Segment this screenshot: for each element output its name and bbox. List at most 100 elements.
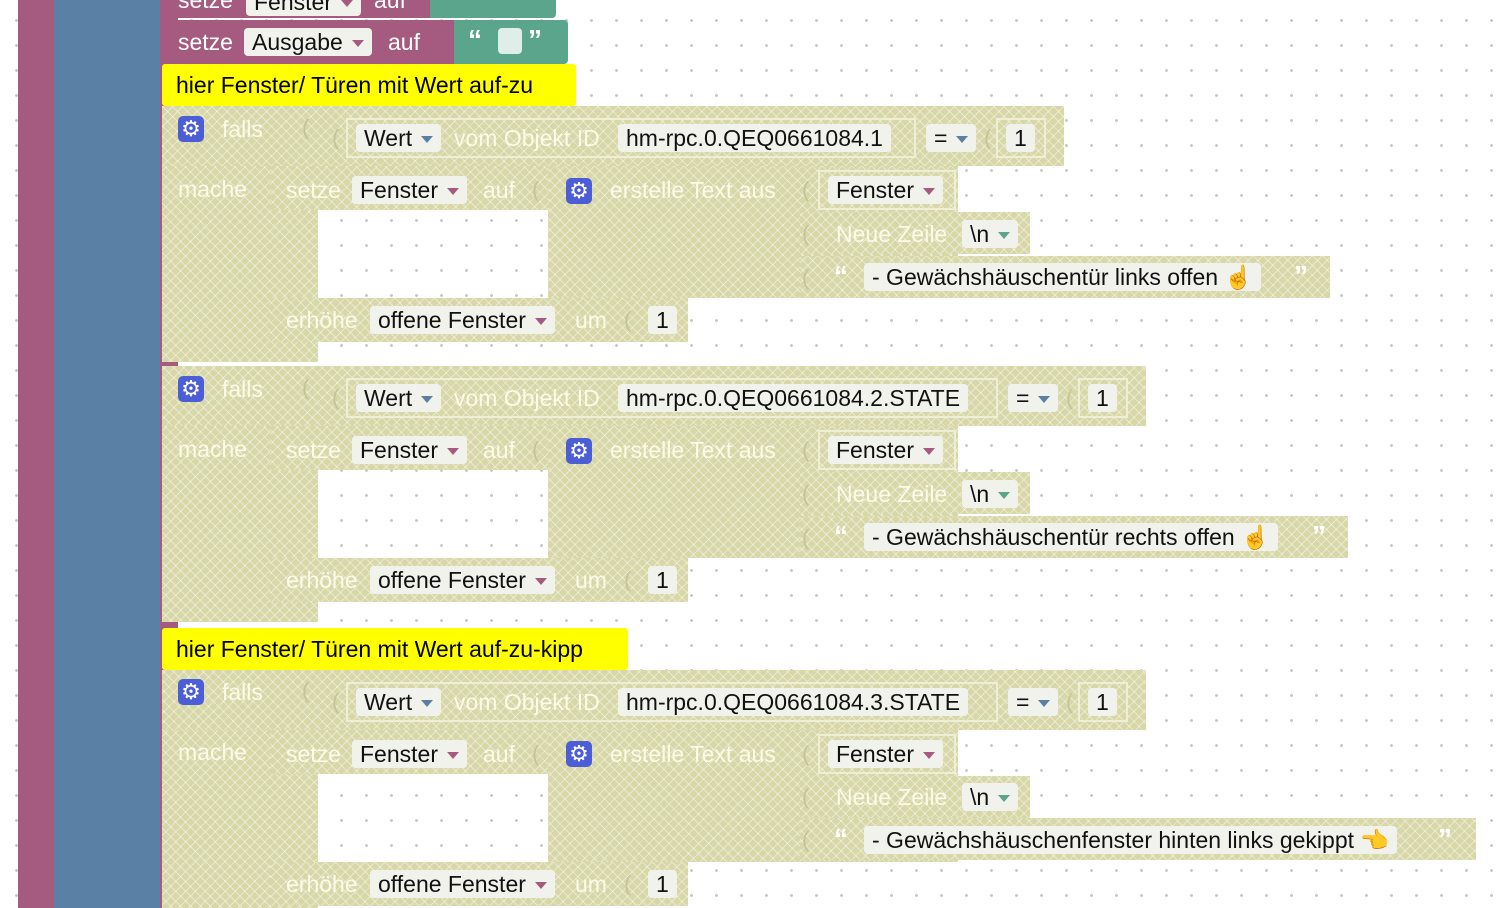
gear-icon[interactable]: ⚙ [178, 376, 204, 402]
object-id-field[interactable]: hm-rpc.0.QEQ0661084.2.STATE [618, 384, 969, 412]
gear-icon[interactable]: ⚙ [178, 679, 204, 705]
socket: ( [302, 375, 310, 400]
socket: ( [802, 741, 810, 766]
do-label: mache [178, 436, 248, 462]
object-id-field[interactable]: hm-rpc.0.QEQ0661084.3.STATE [618, 688, 969, 716]
set-ausgabe-block[interactable]: setze Ausgabe auf [162, 20, 458, 64]
newline-label: Neue Zeile [836, 481, 948, 507]
object-id-label: vom Objekt ID [454, 125, 600, 151]
number-block[interactable] [1078, 682, 1128, 722]
increase-label: erhöhe [286, 871, 358, 897]
chevron-down-icon [534, 578, 547, 586]
chevron-down-icon [998, 492, 1011, 500]
variable-dropdown[interactable]: Fenster [352, 740, 467, 768]
value-dropdown[interactable]: Wert [356, 688, 442, 716]
chevron-down-icon [922, 188, 935, 196]
variable-dropdown[interactable]: Fenster [352, 176, 467, 204]
to-label: auf [483, 437, 515, 463]
gear-icon[interactable]: ⚙ [566, 741, 592, 767]
variable-dropdown[interactable]: Fenster [828, 436, 943, 464]
comment-1[interactable]: hier Fenster/ Türen mit Wert auf-zu [162, 64, 576, 106]
gear-icon[interactable]: ⚙ [178, 116, 204, 142]
to-label: auf [483, 177, 515, 203]
counter-dropdown[interactable]: offene Fenster [370, 870, 555, 898]
socket: ( [802, 221, 810, 246]
increment-field[interactable]: 1 [648, 566, 677, 594]
to-label: auf [483, 741, 515, 767]
set-label: setze [286, 177, 341, 203]
quote-close-icon: ” [1294, 260, 1308, 291]
get-variable-block[interactable] [818, 170, 956, 210]
chevron-down-icon [351, 40, 364, 48]
set-fenster-block[interactable]: setze Fenster auf [162, 0, 432, 18]
inner-block-strip[interactable] [54, 0, 160, 908]
by-label: um [575, 871, 607, 897]
text-literal-block[interactable] [430, 0, 556, 18]
newline-label: Neue Zeile [836, 784, 948, 810]
chevron-down-icon [340, 0, 353, 8]
counter-dropdown[interactable]: offene Fenster [370, 566, 555, 594]
socket: ( [1066, 385, 1074, 410]
chevron-down-icon [922, 752, 935, 760]
gear-icon[interactable]: ⚙ [566, 438, 592, 464]
value-dropdown[interactable]: Wert [356, 384, 442, 412]
object-id-field[interactable]: hm-rpc.0.QEQ0661084.1 [618, 124, 891, 152]
set-label: setze [286, 437, 341, 463]
if-label: falls [222, 116, 263, 142]
increment-field[interactable]: 1 [648, 306, 677, 334]
chevron-down-icon [998, 232, 1011, 240]
get-variable-block[interactable] [818, 734, 956, 774]
socket: ( [1066, 689, 1074, 714]
by-label: um [575, 567, 607, 593]
value-dropdown[interactable]: Wert [356, 124, 442, 152]
variable-dropdown[interactable]: Fenster [352, 436, 467, 464]
get-value-block-2[interactable] [346, 378, 998, 418]
number-block[interactable] [1078, 378, 1128, 418]
text-join-label: erstelle Text aus [610, 177, 776, 203]
counter-dropdown[interactable]: offene Fenster [370, 306, 555, 334]
increase-row-1[interactable] [270, 298, 688, 342]
set-label: setze [286, 741, 341, 767]
socket: ( [532, 741, 540, 766]
compare-value-field[interactable]: 1 [1006, 124, 1035, 152]
chevron-down-icon [446, 752, 459, 760]
get-value-block-1[interactable] [346, 118, 916, 158]
message-text-field[interactable]: - Gewächshäuschentür rechts offen ☝ [864, 523, 1278, 551]
number-block[interactable] [996, 118, 1046, 158]
get-variable-block[interactable] [818, 430, 956, 470]
newline-dropdown[interactable]: \n [962, 480, 1019, 508]
socket: ( [802, 437, 810, 462]
chevron-down-icon [446, 448, 459, 456]
if-label: falls [222, 376, 263, 402]
socket: ( [332, 125, 340, 150]
operator-dropdown[interactable]: = [926, 124, 977, 152]
chevron-down-icon [956, 136, 969, 144]
chevron-down-icon [446, 188, 459, 196]
operator-dropdown[interactable]: = [1008, 688, 1059, 716]
increment-field[interactable]: 1 [648, 870, 677, 898]
operator-dropdown[interactable]: = [1008, 384, 1059, 412]
compare-value-field[interactable]: 1 [1088, 688, 1117, 716]
variable-dropdown[interactable]: Fenster [828, 740, 943, 768]
message-text-field[interactable]: - Gewächshäuschenfenster hinten links ge… [864, 826, 1398, 854]
empty-text-field[interactable] [498, 28, 522, 54]
compare-value-field[interactable]: 1 [1088, 384, 1117, 412]
variable-dropdown[interactable]: Fenster [246, 0, 361, 16]
variable-dropdown[interactable]: Ausgabe [244, 28, 372, 56]
by-label: um [575, 307, 607, 333]
get-value-block-3[interactable] [346, 682, 998, 722]
quote-close-icon: ” [1438, 823, 1452, 854]
gear-icon[interactable]: ⚙ [566, 178, 592, 204]
message-text-field[interactable]: - Gewächshäuschentür links offen ☝ [864, 263, 1262, 291]
comment-2[interactable]: hier Fenster/ Türen mit Wert auf-zu-kipp [162, 628, 628, 670]
socket: ( [624, 307, 632, 332]
variable-dropdown[interactable]: Fenster [828, 176, 943, 204]
text-join-label: erstelle Text aus [610, 437, 776, 463]
text-join-label: erstelle Text aus [610, 741, 776, 767]
socket: ( [332, 689, 340, 714]
to-label: auf [374, 0, 406, 13]
newline-dropdown[interactable]: \n [962, 783, 1019, 811]
newline-dropdown[interactable]: \n [962, 220, 1019, 248]
text-literal-block[interactable]: “ ” [454, 20, 568, 64]
socket: ( [532, 177, 540, 202]
